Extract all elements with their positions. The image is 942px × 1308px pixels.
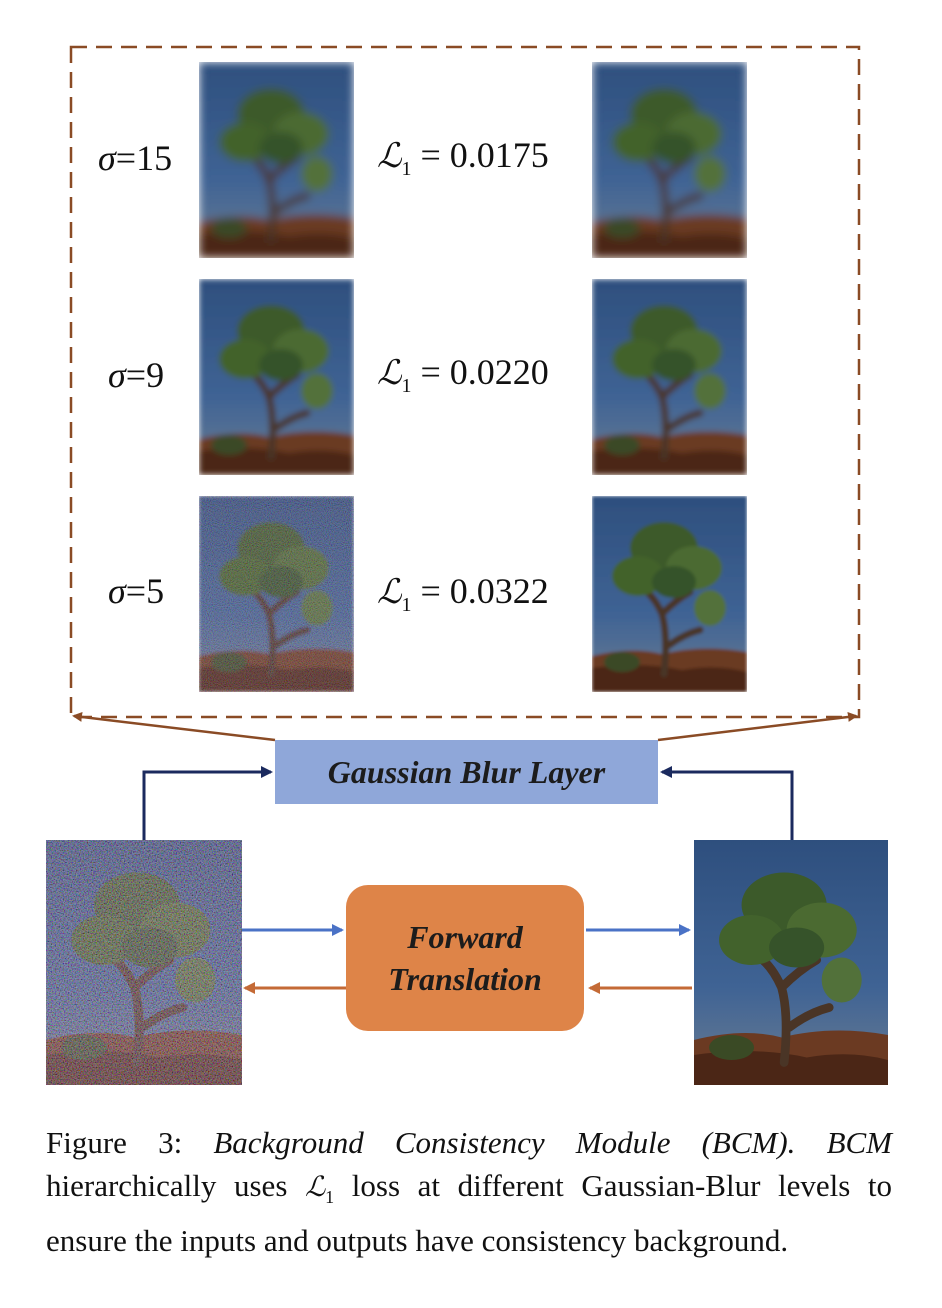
- blur-to-frame-left-arrow: [72, 711, 276, 742]
- loss-label-row1: ℒ1 = 0.0175: [377, 135, 549, 180]
- figure-caption: Figure 3: Background Consistency Module …: [46, 1121, 892, 1262]
- sigma-label-row2: σ=9: [108, 355, 165, 395]
- loss-label-row2: ℒ1 = 0.0220: [377, 352, 549, 397]
- gaussian-blur-layer-box: Gaussian Blur Layer: [275, 740, 658, 804]
- clean-output-image: [694, 840, 888, 1085]
- input-to-blur-arrow: [142, 766, 273, 840]
- caption-text-a: hierarchically uses: [46, 1168, 288, 1203]
- dashed-frame: [69, 45, 861, 719]
- blurred-output-image-sigma5: [592, 496, 747, 692]
- loss-label-row3: ℒ1 = 0.0322: [377, 571, 549, 616]
- figure-connectors: [69, 45, 861, 994]
- blurred-input-image-sigma9: [199, 279, 354, 475]
- sigma-label-row3: σ=5: [108, 571, 165, 611]
- blur-to-frame-right-arrow: [657, 711, 858, 742]
- caption-text-b: loss at different Gaussian-Blur levels t…: [46, 1168, 893, 1259]
- caption-loss-sub: 1: [325, 1187, 335, 1208]
- caption-loss-symbol: ℒ: [305, 1170, 326, 1203]
- output-to-blur-arrow: [660, 766, 794, 840]
- blurred-input-image-sigma5: [199, 496, 354, 692]
- noisy-input-image: [46, 840, 242, 1085]
- forward-translation-box: Forward Translation: [346, 885, 584, 1031]
- blurred-output-image-sigma15: [592, 62, 747, 258]
- caption-label: Figure 3:: [46, 1125, 183, 1160]
- blurred-output-image-sigma9: [592, 279, 747, 475]
- sigma-label-row1: σ=15: [98, 138, 173, 178]
- bcm-figure: σ=15 ℒ1 = 0.0175 σ=9 ℒ1 = 0.0220 σ=5 ℒ1 …: [0, 45, 942, 1100]
- blurred-input-image-sigma15: [199, 62, 354, 258]
- caption-title: Background Consistency Module (BCM). BCM: [213, 1125, 892, 1160]
